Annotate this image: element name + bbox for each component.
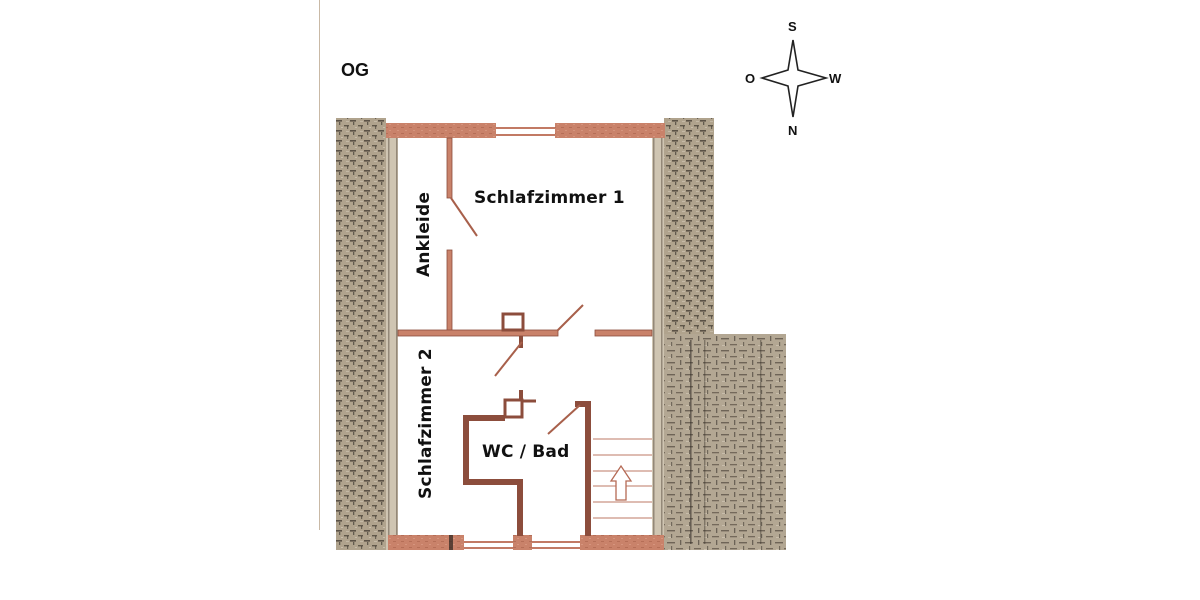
ankleide-wall-lower [446, 249, 453, 333]
compass-north-label: N [788, 123, 798, 138]
room-label-wc-bad: WC / Bad [482, 442, 570, 462]
compass-star-icon [759, 39, 829, 118]
exterior-wall-left [336, 118, 398, 550]
wc-bad-wall-left [463, 415, 523, 536]
arrow-up-icon [609, 464, 633, 501]
bottom-window-left [464, 541, 513, 543]
room-label-schlafzimmer-1: Schlafzimmer 1 [474, 188, 625, 208]
compass-west-label: W [829, 71, 842, 86]
bottom-wall [388, 535, 664, 550]
schlafzimmer1-door-swing [556, 304, 584, 332]
room-label-ankleide: Ankleide [414, 191, 434, 277]
floor-label: OG [341, 60, 370, 80]
exterior-wall-right-upper [652, 118, 714, 550]
exterior-wall-right-annex [664, 334, 786, 550]
ankleide-wall-upper [446, 137, 453, 199]
top-wall [386, 123, 665, 138]
compass-east-label: O [745, 71, 756, 86]
chimney-upper [501, 312, 525, 332]
middle-wall-left [397, 329, 559, 337]
staircase [593, 438, 652, 519]
ankleide-door-swing [450, 197, 478, 237]
wc-bad-wall-right [575, 401, 591, 536]
middle-wall-right [594, 329, 653, 337]
bottom-window-right [532, 541, 580, 543]
top-window [496, 127, 555, 129]
schlafzimmer2-door-swing [494, 341, 523, 377]
page-margin-line [319, 0, 320, 530]
room-label-schlafzimmer-2: Schlafzimmer 2 [416, 348, 436, 499]
wc-bad-door-swing [547, 404, 581, 435]
chimney-lower [503, 398, 524, 419]
compass-south-label: S [788, 19, 797, 34]
